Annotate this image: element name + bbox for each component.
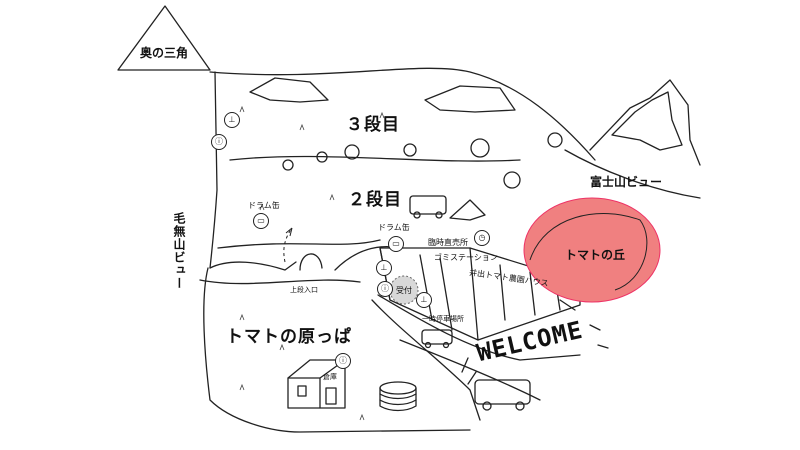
toilet-icon: ⓘ xyxy=(377,281,393,297)
toilet-icon: ⓘ xyxy=(335,353,351,369)
welcome-rays xyxy=(461,299,609,385)
site-outline-top xyxy=(209,67,596,161)
label-gomi-station: ゴミステーション xyxy=(434,253,498,262)
greenhouse-roof-right xyxy=(469,247,479,341)
water-tap-icon: ⊥ xyxy=(416,292,432,308)
label-rinji-chokubaijo: 臨時直売所 xyxy=(428,238,468,247)
label-nidanme: ２段目 xyxy=(348,190,402,210)
tent-top-left xyxy=(249,77,329,103)
toilet-icon: ⓘ xyxy=(211,134,227,150)
car-welcome xyxy=(474,379,531,405)
fuji-mountain xyxy=(589,79,701,166)
water-tap-icon: ⊥ xyxy=(224,112,240,128)
upper-entrance-arrow xyxy=(283,227,293,263)
car-middle xyxy=(409,195,447,215)
label-uketsuke: 受付 xyxy=(396,286,412,295)
label-ichiji-teishajo: 一時停車場所 xyxy=(422,315,464,323)
tree xyxy=(470,138,490,158)
clock-icon: ◷ xyxy=(474,230,490,246)
label-tomato-no-oka: トマトの丘 xyxy=(565,248,626,262)
label-drum-can-left: ドラム缶 xyxy=(248,201,280,210)
reception-area xyxy=(389,275,419,305)
water-tap-icon: ⊥ xyxy=(376,260,392,276)
site-outline-left xyxy=(209,71,218,269)
terrace-bump-center xyxy=(299,253,323,271)
site-outline-left-lower xyxy=(203,267,471,433)
road-lower xyxy=(399,339,541,401)
water-tank-body xyxy=(379,387,417,412)
tent-middle xyxy=(449,199,486,221)
lower-field-line xyxy=(199,279,361,285)
right-slope xyxy=(564,149,701,199)
drum-can-icon: ▭ xyxy=(388,236,404,252)
water-tank-top xyxy=(379,381,417,395)
label-jodan-iriguchi: 上段入口 xyxy=(290,286,318,294)
road-left xyxy=(371,299,481,421)
label-soko: 倉庫 xyxy=(323,373,337,381)
oku-no-sankaku-triangle xyxy=(117,5,211,71)
terrace-upper-edge xyxy=(209,261,297,271)
label-drum-can-center: ドラム缶 xyxy=(378,223,410,232)
drum-can-icon: ▭ xyxy=(253,213,269,229)
label-kenashiyama-view: 毛無山ビュー xyxy=(172,212,186,290)
fuji-mountain-inner xyxy=(611,91,683,151)
car-lower xyxy=(421,329,453,345)
warehouse xyxy=(287,359,346,409)
label-sandanme: ３段目 xyxy=(346,115,400,135)
label-fujisan-view: 富士山ビュー xyxy=(590,175,663,189)
label-oku-no-sankaku: 奥の三角 xyxy=(140,46,189,60)
tomato-no-oka-area xyxy=(523,197,661,303)
label-tomato-no-harappa: トマトの原っぱ xyxy=(226,327,352,347)
tent-top-right xyxy=(424,85,516,113)
terrace-line-2 xyxy=(217,239,381,249)
terrace-line-3 xyxy=(229,155,521,162)
